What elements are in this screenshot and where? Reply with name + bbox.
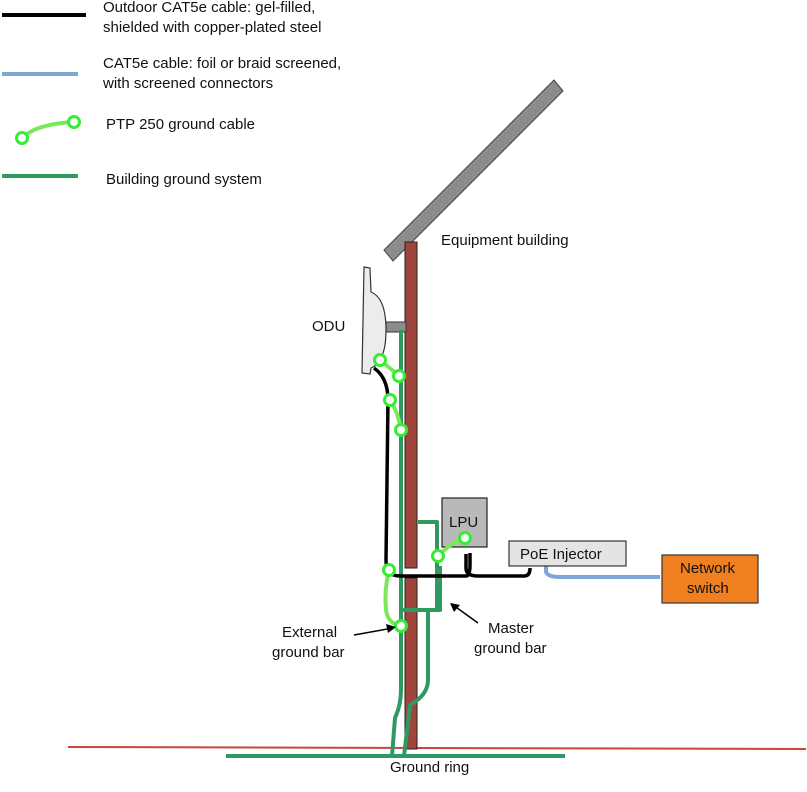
- poe-injector-box: PoE Injector: [509, 541, 626, 566]
- external-ground-bar-callout: External ground bar: [272, 624, 396, 661]
- legend-screened-cable-line1: CAT5e cable: foil or braid screened,: [103, 55, 341, 72]
- odu-label: ODU: [312, 318, 345, 335]
- mast: [405, 242, 417, 749]
- equipment-building-label: Equipment building: [441, 232, 569, 249]
- legend-screened-cable-line2: with screened connectors: [102, 75, 273, 92]
- ground-cable-icon: [17, 117, 80, 144]
- legend-item-building-ground: Building ground system: [2, 171, 262, 188]
- legend-item-ground-cable: PTP 250 ground cable: [17, 116, 256, 144]
- ground-surface-line: [68, 747, 806, 749]
- connector-odu-top: [375, 355, 386, 366]
- screened-cat5e-cable: [546, 566, 660, 577]
- connector-lpu: [460, 533, 471, 544]
- connector-mast-upper: [396, 425, 407, 436]
- external-ground-bar-label-line2: ground bar: [272, 644, 345, 661]
- connector-external-ground-bar: [396, 621, 407, 632]
- connector-cable-lower: [384, 565, 395, 576]
- master-ground-bar-callout: Master ground bar: [450, 603, 547, 657]
- network-switch-label-line1: Network: [680, 560, 736, 577]
- legend-outdoor-cable-line2: shielded with copper-plated steel: [103, 19, 321, 36]
- network-switch-box: Network switch: [662, 555, 758, 603]
- legend-building-ground-label: Building ground system: [106, 171, 262, 188]
- connector-odu-bracket: [394, 371, 405, 382]
- poe-injector-label: PoE Injector: [520, 546, 602, 563]
- master-ground-bar-label-line2: ground bar: [474, 640, 547, 657]
- ground-cable-connectors: [375, 355, 471, 632]
- connector-lpu-cable: [433, 551, 444, 562]
- legend-item-outdoor-cable: Outdoor CAT5e cable: gel-filled, shielde…: [2, 0, 321, 36]
- legend-item-screened-cable: CAT5e cable: foil or braid screened, wit…: [2, 55, 341, 92]
- legend: Outdoor CAT5e cable: gel-filled, shielde…: [2, 0, 341, 188]
- legend-ground-cable-label: PTP 250 ground cable: [106, 116, 255, 133]
- legend-outdoor-cable-line1: Outdoor CAT5e cable: gel-filled,: [103, 0, 315, 16]
- ground-ring-label: Ground ring: [390, 759, 469, 776]
- connector-cable-upper: [385, 395, 396, 406]
- lpu-label: LPU: [449, 514, 478, 531]
- master-ground-bar-label-line1: Master: [488, 620, 534, 637]
- network-switch-label-line2: switch: [687, 580, 729, 597]
- external-ground-bar-label-line1: External: [282, 624, 337, 641]
